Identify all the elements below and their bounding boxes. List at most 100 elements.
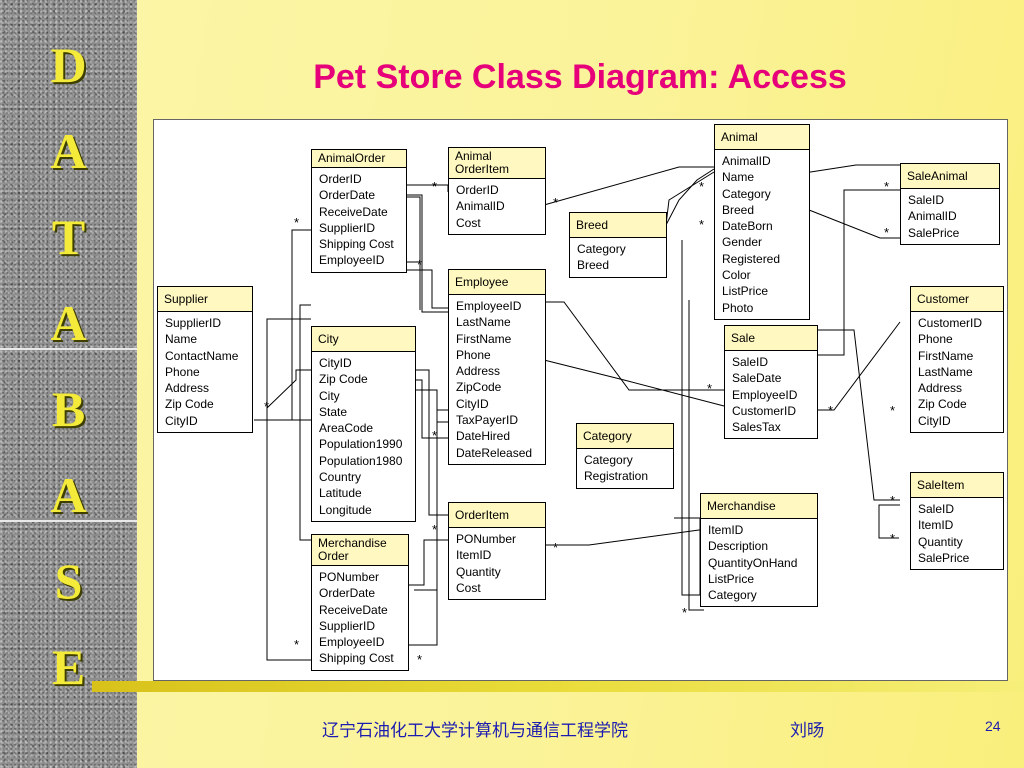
- class-attribute: DateReleased: [456, 445, 533, 460]
- class-header: SaleItem: [911, 473, 1003, 498]
- class-attribute: EmployeeID: [732, 387, 798, 402]
- class-attribute: SaleID: [918, 502, 955, 516]
- class-attribute: AnimalID: [456, 199, 505, 214]
- class-attribute: OrderDate: [319, 586, 376, 601]
- class-header: SaleAnimal: [901, 164, 999, 189]
- sidebar-letter: A: [50, 467, 87, 523]
- class-attribute: SaleDate: [732, 371, 782, 386]
- class-attribute: Phone: [165, 364, 200, 379]
- class-attribute: Phone: [918, 332, 953, 347]
- class-attribute: AnimalID: [908, 209, 957, 224]
- class-attribute: CustomerID: [732, 403, 797, 418]
- class-attribute: Address: [165, 381, 210, 396]
- sidebar-divider: [0, 348, 137, 350]
- class-attribute: EmployeeID: [456, 299, 522, 313]
- sidebar-letter: D: [50, 37, 87, 93]
- class-attribute: Phone: [456, 347, 491, 362]
- multiplicity-marker: *: [294, 215, 300, 230]
- footer-author: 刘旸: [790, 721, 824, 741]
- class-attribute: Quantity: [918, 534, 963, 549]
- class-attribute: Population1990: [319, 437, 403, 452]
- class-attribute: Description: [708, 539, 769, 554]
- class-attribute: Zip Code: [918, 397, 967, 412]
- multiplicity-marker: *: [699, 179, 705, 194]
- class-attribute: Zip Code: [319, 372, 368, 387]
- class-attribute: Category: [708, 588, 757, 603]
- sidebar: D A T A B A S E: [0, 0, 137, 768]
- class-attribute: Gender: [722, 235, 763, 250]
- sidebar-divider: [0, 520, 137, 522]
- class-attribute: Cost: [456, 215, 481, 230]
- multiplicity-marker: *: [884, 179, 890, 194]
- class-header-line: Merchandise: [318, 536, 387, 550]
- multiplicity-marker: *: [432, 428, 438, 443]
- class-attribute: Zip Code: [165, 397, 214, 412]
- class-attribute: Category: [584, 453, 633, 467]
- class-header: Merchandise Order: [312, 535, 408, 566]
- class-attribute: OrderID: [319, 172, 362, 186]
- multiplicity-marker: *: [432, 179, 438, 194]
- class-attribute: OrderDate: [319, 188, 376, 203]
- class-attribute: ContactName: [165, 348, 239, 363]
- class-attribute: QuantityOnHand: [708, 555, 798, 570]
- class-attribute: EmployeeID: [319, 253, 385, 268]
- class-attribute: ItemID: [708, 523, 744, 537]
- multiplicity-marker: *: [553, 195, 559, 210]
- class-attribute: Breed: [577, 258, 610, 273]
- class-employee: Employee EmployeeID LastName FirstName P…: [448, 269, 546, 465]
- class-attribute: AreaCode: [319, 421, 374, 436]
- class-category: Category Category Registration: [576, 423, 674, 489]
- multiplicity-marker: *: [417, 257, 423, 272]
- class-attribute: ReceiveDate: [319, 204, 388, 219]
- class-sale-animal: SaleAnimal SaleID AnimalID SalePrice: [900, 163, 1000, 245]
- class-attribute: Address: [918, 381, 963, 396]
- multiplicity-marker: *: [890, 493, 896, 508]
- class-attribute: CityID: [165, 413, 198, 428]
- class-attribute: Registration: [584, 469, 649, 484]
- class-merchandise-order: Merchandise Order PONumber OrderDate Rec…: [311, 534, 409, 671]
- class-attribute: Registered: [722, 251, 781, 266]
- multiplicity-marker: *: [699, 217, 705, 232]
- class-attribute: Name: [165, 332, 198, 347]
- slide-title: Pet Store Class Diagram: Access: [313, 58, 847, 96]
- class-header-line: Animal: [455, 149, 492, 163]
- class-attribute: CityID: [918, 413, 951, 428]
- class-attribute: LastName: [918, 364, 973, 379]
- class-attribute: OrderID: [456, 183, 499, 197]
- class-sale: Sale SaleID SaleDate EmployeeID Customer…: [724, 325, 818, 440]
- class-attribute: AnimalID: [722, 154, 771, 168]
- class-header-line: Order: [318, 549, 349, 563]
- class-attribute: SalePrice: [918, 550, 970, 565]
- class-header: AnimalOrder: [312, 150, 406, 168]
- class-header: Animal OrderItem: [449, 148, 545, 179]
- class-attribute: Longitude: [319, 502, 372, 517]
- sidebar-letter: A: [50, 123, 87, 179]
- multiplicity-marker: *: [890, 403, 896, 418]
- sidebar-letter: T: [51, 209, 86, 265]
- multiplicity-marker: *: [417, 652, 423, 667]
- sidebar-letter: B: [51, 381, 86, 437]
- class-animal: Animal AnimalID Name Category Breed Date…: [714, 124, 810, 320]
- bottom-accent-bar: [92, 681, 1024, 692]
- class-attribute: SupplierID: [165, 316, 222, 330]
- class-attribute: PONumber: [319, 570, 380, 584]
- class-header-line: OrderItem: [455, 162, 510, 176]
- class-attribute: ItemID: [918, 518, 954, 533]
- multiplicity-marker: *: [707, 381, 713, 396]
- class-attribute: ListPrice: [722, 284, 769, 299]
- class-attribute: CityID: [319, 356, 352, 370]
- class-attribute: ReceiveDate: [319, 602, 388, 617]
- class-attribute: Breed: [722, 202, 755, 217]
- relationship-lines: [254, 164, 901, 661]
- class-attribute: SaleID: [732, 355, 769, 369]
- sidebar-letter: S: [54, 553, 83, 609]
- class-attribute: Color: [722, 268, 751, 283]
- class-header: City: [312, 327, 415, 352]
- class-attribute: PONumber: [456, 532, 517, 546]
- multiplicity-marker: *: [890, 531, 896, 546]
- page-number: 24: [985, 718, 1001, 734]
- class-attribute: Shipping Cost: [319, 237, 394, 252]
- class-city: City CityID Zip Code City State AreaCode…: [311, 326, 416, 522]
- class-attribute: SaleID: [908, 193, 945, 207]
- class-attribute: Photo: [722, 300, 754, 315]
